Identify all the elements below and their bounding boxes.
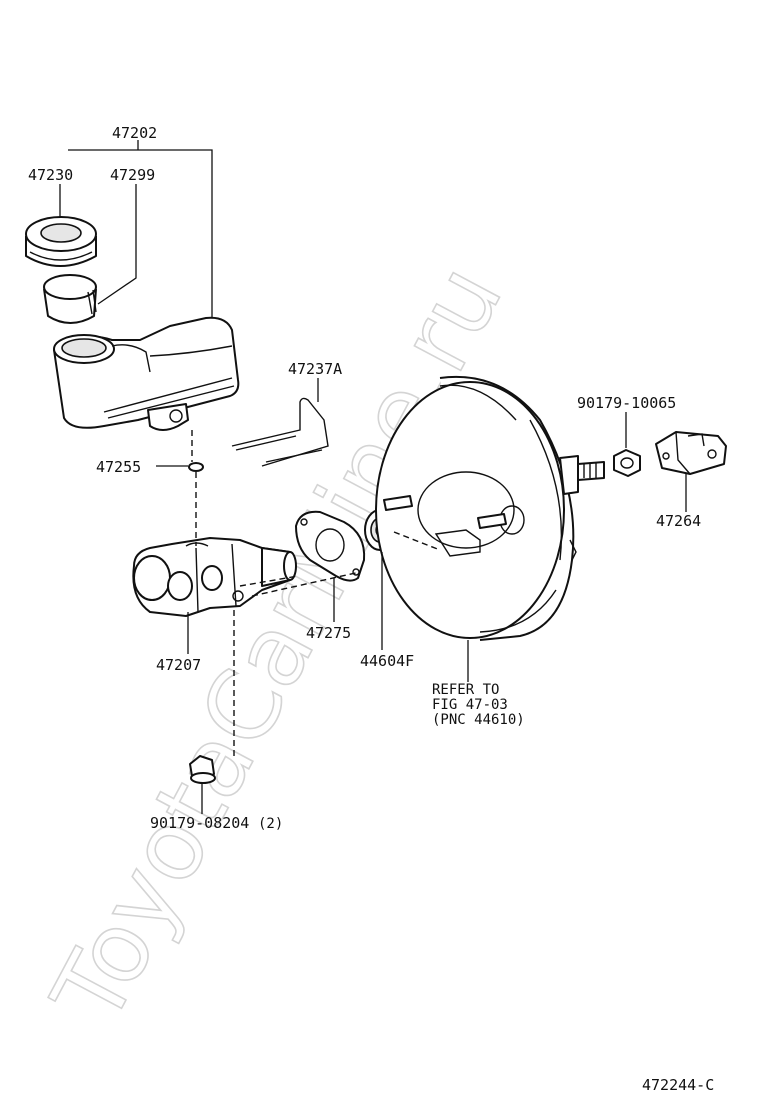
- refer-note-line1: REFER TO: [432, 682, 499, 698]
- label-reservoir-assy: 47202: [112, 124, 157, 142]
- part-labels: 47202 47230 47299 47255 47237A 47207 472…: [28, 124, 714, 1094]
- label-clevis: 47264: [656, 512, 701, 530]
- grommet-part[interactable]: [188, 462, 204, 472]
- brake-booster-part[interactable]: [375, 376, 605, 641]
- label-pin: 47237A: [288, 360, 342, 378]
- label-nut-clevis: 90179-10065: [577, 394, 676, 412]
- pin-part[interactable]: [231, 397, 329, 467]
- reservoir-cap-part[interactable]: [25, 216, 97, 267]
- strainer-part[interactable]: [43, 274, 97, 324]
- assembly-lines: [191, 430, 441, 760]
- clevis-part[interactable]: [655, 431, 727, 475]
- reservoir-tank-part[interactable]: [53, 316, 240, 431]
- label-flange-nut-qty: (2): [258, 816, 283, 832]
- refer-note-line2: FIG 47-03: [432, 697, 508, 713]
- label-reservoir-cap: 47230: [28, 166, 73, 184]
- label-strainer: 47299: [110, 166, 155, 184]
- label-flange-nut: 90179-08204: [150, 814, 249, 832]
- label-master-cylinder: 47207: [156, 656, 201, 674]
- flange-nut-part[interactable]: [189, 755, 216, 784]
- leader-lines: [59, 140, 687, 814]
- gasket-part[interactable]: [295, 510, 366, 582]
- label-seal: 44604F: [360, 652, 414, 670]
- master-cylinder-part[interactable]: [132, 537, 297, 617]
- label-gasket: 47275: [306, 624, 351, 642]
- refer-note-line3: (PNC 44610): [432, 712, 525, 728]
- nut-clevis-part[interactable]: [613, 449, 641, 477]
- figure-code: 472244-C: [642, 1076, 714, 1094]
- label-grommet: 47255: [96, 458, 141, 476]
